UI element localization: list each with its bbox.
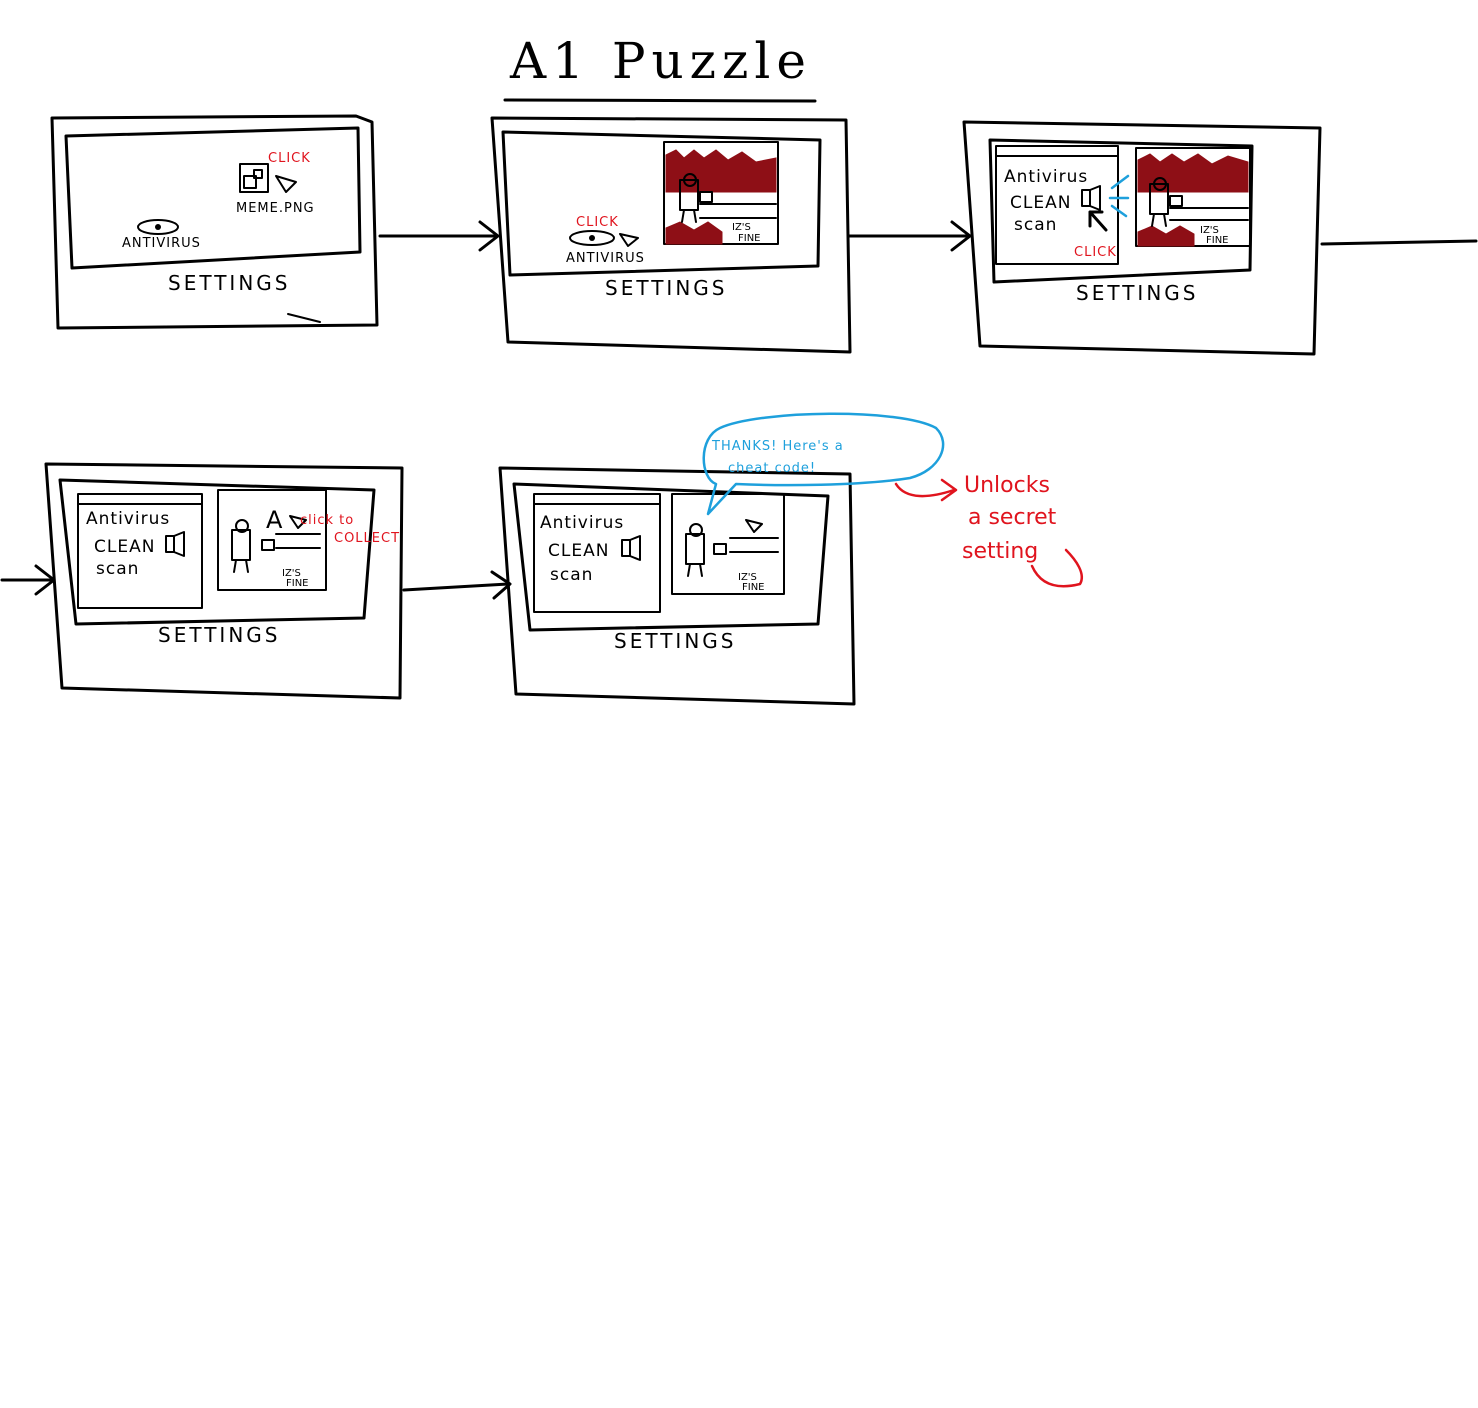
image-caption-2: FINE <box>742 582 765 593</box>
antivirus-label: ANTIVIRUS <box>566 251 645 266</box>
frame-2-screen <box>501 130 822 277</box>
antivirus-window: Antivirus CLEAN scan <box>77 493 203 609</box>
arrow-2-to-3 <box>846 220 972 252</box>
speech-bubble: THANKS! Here's a cheat code! <box>702 412 945 516</box>
cursor-icon <box>619 233 639 247</box>
settings-label: SETTINGS <box>605 276 727 300</box>
antivirus-eye-icon[interactable] <box>569 230 615 246</box>
page-title: A1 Puzzle <box>509 32 812 90</box>
clean-option[interactable]: CLEAN <box>1010 193 1071 213</box>
frame-4: SETTINGS Antivirus CLEAN scan IZ'S FINE … <box>44 462 404 700</box>
clean-option[interactable]: CLEAN <box>94 537 155 557</box>
settings-label: SETTINGS <box>614 629 736 653</box>
image-caption-2: FINE <box>738 233 761 244</box>
frame-4-border <box>44 462 404 700</box>
cursor-icon <box>275 175 297 193</box>
frame-2-border <box>490 116 852 354</box>
frame-3-border <box>962 120 1322 356</box>
arrow-1-to-2 <box>378 220 500 252</box>
fire-top <box>665 149 777 193</box>
speaker-icon <box>621 535 641 561</box>
frame-1: SETTINGS MEME.PNG ANTIVIRUS CLICK <box>50 114 379 330</box>
note-line-3: setting <box>962 539 1038 564</box>
arrow-4-to-5 <box>402 570 512 600</box>
frame-5-border <box>498 466 856 706</box>
mug-icon <box>1169 195 1183 207</box>
frame-3: SETTINGS Antivirus CLEAN scan IZ'S <box>962 120 1322 356</box>
bubble-line-2: cheat code! <box>728 461 816 476</box>
frame-2: SETTINGS IZ'S FINE ANTIVIRUS CLICK <box>490 116 852 354</box>
dog-icon <box>679 173 699 223</box>
fire-bottom <box>665 221 723 245</box>
settings-label: SETTINGS <box>168 271 290 295</box>
settings-label: SETTINGS <box>1076 281 1198 305</box>
frame-3-screen <box>988 138 1254 284</box>
settings-label: SETTINGS <box>158 623 280 647</box>
antivirus-eye-icon[interactable] <box>137 219 179 235</box>
antivirus-title: Antivirus <box>540 513 624 533</box>
click-annotation: CLICK <box>576 215 619 230</box>
collectible-letter[interactable]: A <box>266 506 283 534</box>
mug-icon <box>713 543 727 555</box>
image-caption-1: IZ'S <box>1200 225 1219 236</box>
fire-bottom <box>1137 225 1195 247</box>
dog-icon <box>1149 177 1169 227</box>
sound-waves <box>1108 174 1130 218</box>
frame-4-screen <box>58 478 376 626</box>
frame-1-screen <box>64 126 362 270</box>
antivirus-window: Antivirus CLEAN scan <box>995 145 1119 265</box>
note-line-1: Unlocks <box>964 473 1050 498</box>
antivirus-title: Antivirus <box>1004 167 1088 187</box>
dog-icon <box>231 519 251 573</box>
image-caption-1: IZ'S <box>738 572 757 583</box>
image-caption-2: FINE <box>1206 235 1229 246</box>
underline-squiggle <box>1030 548 1083 588</box>
note-line-2: a secret <box>968 505 1057 530</box>
dog-icon <box>685 523 705 577</box>
scan-option[interactable]: scan <box>550 565 593 585</box>
click-to-collect-2: COLLECT <box>334 531 400 546</box>
image-caption-1: IZ'S <box>282 568 301 579</box>
frame-1-border <box>50 114 379 330</box>
frame-5: SETTINGS Antivirus CLEAN scan IZ'S FINE <box>498 412 1083 706</box>
click-annotation: CLICK <box>1074 245 1117 260</box>
click-to-collect-1: click to <box>300 513 354 528</box>
antivirus-title: Antivirus <box>86 509 170 529</box>
antivirus-window: Antivirus CLEAN scan <box>533 493 661 613</box>
meme-image-window: IZ'S FINE <box>671 493 785 595</box>
clean-option[interactable]: CLEAN <box>548 541 609 561</box>
meme-file-icon[interactable] <box>239 163 269 193</box>
antivirus-label: ANTIVIRUS <box>122 236 201 251</box>
scan-option[interactable]: scan <box>96 559 139 579</box>
click-annotation: CLICK <box>268 151 311 166</box>
bubble-line-1: THANKS! Here's a <box>711 439 844 454</box>
frame-5-screen <box>512 482 830 632</box>
title-underline <box>503 98 817 103</box>
cursor-icon <box>745 519 763 533</box>
cursor-icon <box>1088 210 1108 232</box>
image-caption-1: IZ'S <box>732 222 751 233</box>
meme-image-window: IZ'S FINE <box>1135 147 1251 247</box>
unlock-note: Unlocks a secret setting <box>894 473 1083 588</box>
file-label: MEME.PNG <box>236 201 315 216</box>
meme-image-window: IZ'S FINE A <box>217 489 327 591</box>
scan-option[interactable]: scan <box>1014 215 1057 235</box>
speaker-icon <box>1081 185 1101 211</box>
meme-image-window: IZ'S FINE <box>663 141 779 245</box>
mug-icon <box>699 191 713 203</box>
image-caption-2: FINE <box>286 578 309 589</box>
mug-icon <box>261 539 275 551</box>
cursor-icon <box>289 515 307 529</box>
speaker-icon <box>165 531 185 557</box>
